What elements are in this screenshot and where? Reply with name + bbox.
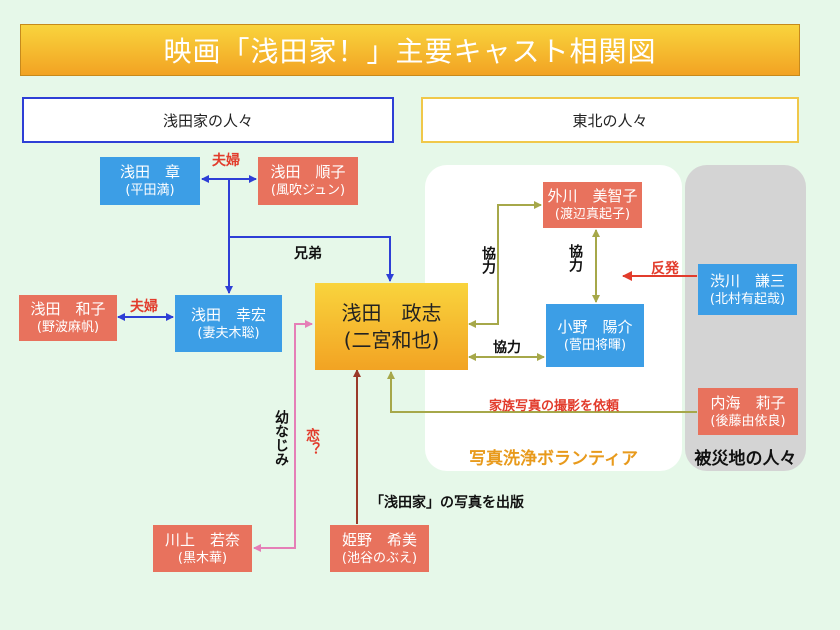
- person-actor: (野波麻帆): [36, 320, 100, 336]
- person-name: 姫野 希美: [341, 530, 417, 549]
- person-actor: (風吹ジュン): [270, 183, 346, 199]
- person-name: 浅田 順子: [270, 163, 346, 182]
- relation-label-koi: 恋？: [304, 428, 320, 456]
- person-actor: (渡辺真起子): [554, 207, 631, 223]
- relation-label-kyoryoku3: 協力: [493, 340, 521, 356]
- person-box-michiko: 外川 美智子 (渡辺真起子): [543, 182, 642, 228]
- person-name: 川上 若奈: [164, 530, 240, 549]
- person-name: 浅田 章: [119, 163, 180, 182]
- relation-label-kyoryoku2: 協力: [567, 244, 583, 272]
- person-box-yosuke: 小野 陽介 (菅田将暉): [546, 304, 644, 367]
- zone-volunteer-label: 写真洗浄ボランティア: [469, 449, 638, 469]
- person-box-akira: 浅田 章 (平田満): [100, 157, 200, 205]
- person-name: 外川 美智子: [547, 187, 638, 206]
- person-name: 浅田 幸宏: [190, 305, 266, 324]
- person-name: 浅田 政志: [341, 300, 442, 325]
- person-box-yukihiro: 浅田 幸宏 (妻夫木聡): [175, 295, 282, 352]
- person-box-riko: 内海 莉子 (後藤由依良): [698, 388, 798, 435]
- relation-label-fufu2: 夫婦: [130, 299, 158, 315]
- person-actor: (二宮和也): [343, 327, 440, 352]
- person-actor: (後藤由依良): [710, 413, 786, 429]
- relation-label-osananajimi: 幼なじみ: [273, 410, 289, 466]
- person-name: 内海 莉子: [710, 393, 786, 412]
- relation-label-shuppan: 「浅田家」の写真を出版: [370, 495, 524, 511]
- relation-label-kyoryoku1: 協力: [480, 246, 496, 274]
- person-actor: (平田満): [125, 183, 175, 199]
- person-box-kenzo: 渋川 謙三 (北村有起哉): [698, 264, 797, 315]
- person-actor: (池谷のぶえ): [341, 550, 418, 566]
- relation-label-kyodai: 兄弟: [294, 246, 322, 262]
- section-header-tohoku: 東北の人々: [421, 97, 799, 143]
- person-actor: (妻夫木聡): [197, 325, 260, 341]
- person-box-kimi: 姫野 希美 (池谷のぶえ): [330, 525, 429, 572]
- relation-label-fufu1: 夫婦: [212, 153, 240, 169]
- person-name: 渋川 謙三: [709, 271, 785, 290]
- page-title: 映画「浅田家！」主要キャスト相関図: [20, 24, 800, 76]
- person-actor: (菅田将暉): [563, 337, 627, 353]
- line-kyodai: [229, 236, 394, 282]
- person-box-kazuko: 浅田 和子 (野波麻帆): [19, 295, 117, 341]
- line-kazoku-shashin: [387, 371, 697, 413]
- person-actor: (北村有起哉): [709, 291, 786, 307]
- person-actor: (黒木華): [177, 550, 228, 566]
- relation-label-kazoku-shashin: 家族写真の撮影を依頼: [489, 399, 620, 414]
- person-box-junko: 浅田 順子 (風吹ジュン): [258, 157, 358, 205]
- person-name: 小野 陽介: [557, 317, 633, 336]
- person-name: 浅田 和子: [30, 300, 106, 319]
- line-kyoryoku-masashi-michiko: [468, 201, 542, 328]
- zone-disaster-label: 被災地の人々: [694, 449, 797, 469]
- relation-label-hanpatsu: 反発: [651, 261, 679, 277]
- person-box-masashi: 浅田 政志 (二宮和也): [315, 283, 468, 370]
- person-box-wakana: 川上 若奈 (黒木華): [153, 525, 252, 572]
- section-header-asada: 浅田家の人々: [22, 97, 394, 143]
